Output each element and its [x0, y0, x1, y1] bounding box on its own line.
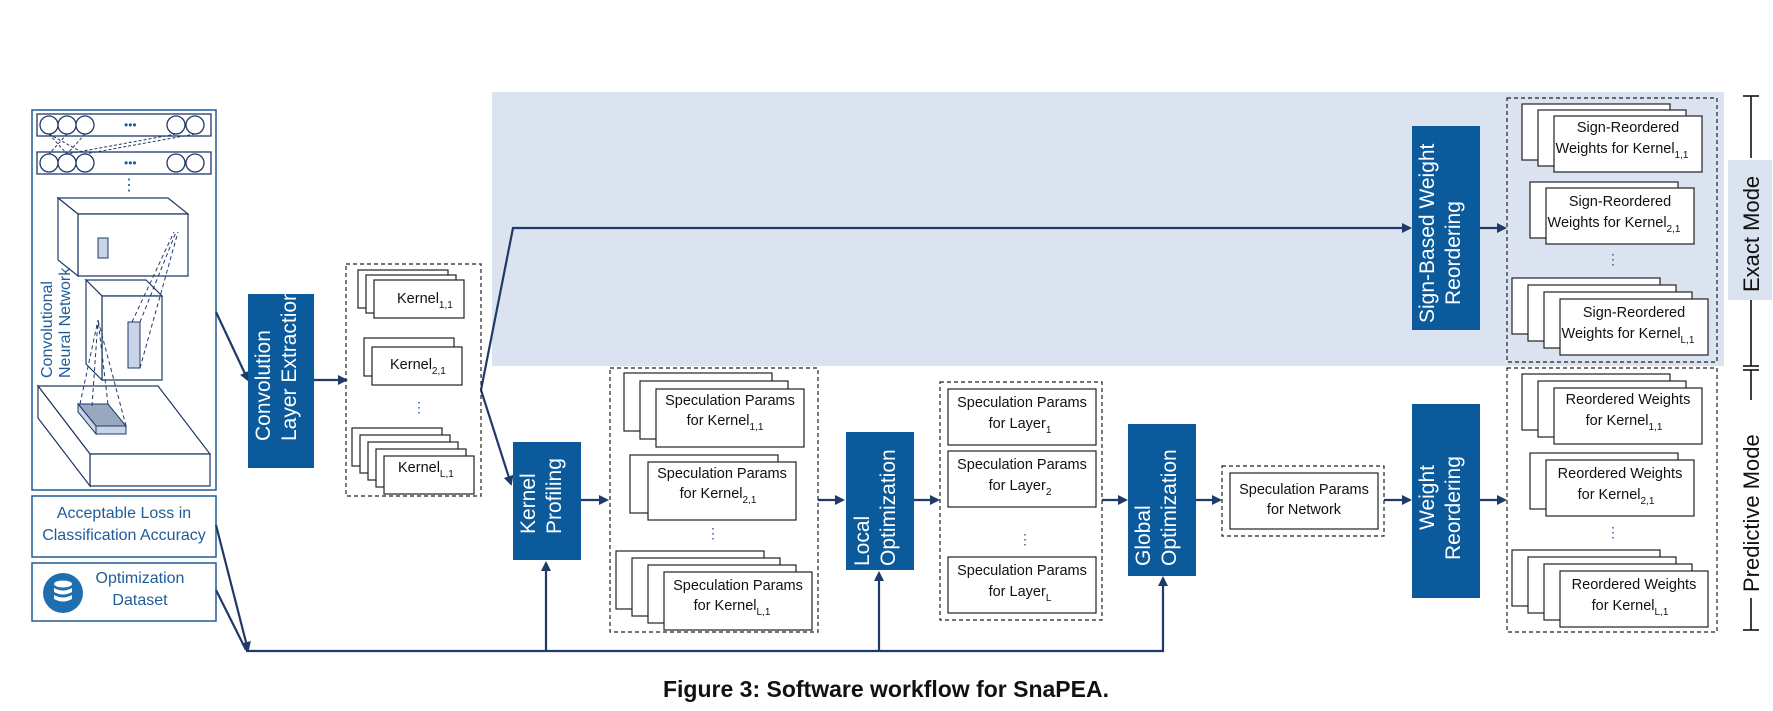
- svg-text:Speculation Params: Speculation Params: [957, 395, 1087, 411]
- kernel-profiling-box: Kernel Profiling: [513, 442, 581, 560]
- svg-text:Speculation Params: Speculation Params: [657, 466, 787, 482]
- svg-text:Sign-Reordered: Sign-Reordered: [1577, 120, 1679, 136]
- exact-mode-label-band: [1728, 160, 1772, 300]
- reordered-weights-group: Reordered Weights for Kernel1,1 Reordere…: [1506, 367, 1718, 633]
- svg-text:KernelL,1: KernelL,1: [398, 460, 454, 480]
- optimization-dataset-line1: Optimization: [96, 570, 185, 587]
- svg-text:Sign-Based Weight Reorde: Sign-Based Weight Reordering: [1416, 138, 1465, 323]
- svg-text:for Kernel1,1: for Kernel1,1: [687, 413, 764, 433]
- svg-text:Convolution Layer Extrac: Convolution Layer Extraction: [252, 289, 301, 441]
- svg-text:Speculation Params: Speculation Params: [673, 578, 803, 594]
- svg-text:Local Optimization: Local Optimization: [851, 449, 900, 566]
- svg-text:Weights for Kernel2,1: Weights for Kernel2,1: [1548, 215, 1681, 235]
- exact-mode-label: Exact Mode: [1739, 176, 1764, 292]
- spec-params-kernel-group: Speculation Params for Kernel1,1 Specula…: [609, 367, 819, 633]
- neuron-dots-1: •••: [124, 118, 137, 132]
- acceptable-loss-line1: Acceptable Loss in: [57, 505, 191, 522]
- svg-text:for LayerL: for LayerL: [989, 584, 1052, 604]
- svg-text:Sign-Reordered: Sign-Reordered: [1583, 305, 1685, 321]
- svg-text:Speculation Params: Speculation Params: [665, 393, 795, 409]
- weight-reordering-box: Weight Reordering: [1412, 404, 1480, 598]
- figure-caption: Figure 3: Software workflow for SnaPEA.: [663, 676, 1109, 702]
- predictive-mode-label: Predictive Mode: [1739, 434, 1764, 592]
- convolution-layer-extraction-box: Convolution Layer Extraction: [248, 289, 314, 468]
- sign-reordered-weights-group: Sign-Reordered Weights for Kernel1,1 Sig…: [1506, 97, 1718, 363]
- spec-params-layer-group: Speculation Params for Layer1 Speculatio…: [939, 381, 1103, 621]
- svg-text:Global Optimization: Global Optimization: [1132, 449, 1181, 566]
- svg-text:for KernelL,1: for KernelL,1: [694, 598, 771, 618]
- svg-text:Weights for KernelL,1: Weights for KernelL,1: [1562, 326, 1695, 346]
- svg-text:⋮: ⋮: [1606, 524, 1620, 540]
- cnn-input-panel: ••• ••• ⋮: [31, 109, 217, 491]
- svg-text:Speculation Params: Speculation Params: [957, 563, 1087, 579]
- svg-text:for Network: for Network: [1267, 502, 1342, 518]
- acceptable-loss-box: [31, 495, 217, 558]
- svg-text:Kernel2,1: Kernel2,1: [390, 357, 446, 377]
- svg-text:Weights for Kernel1,1: Weights for Kernel1,1: [1556, 141, 1689, 161]
- svg-text:for Layer2: for Layer2: [989, 478, 1052, 498]
- mode-bracket: [1743, 95, 1759, 631]
- svg-text:for Kernel1,1: for Kernel1,1: [1586, 413, 1663, 433]
- svg-text:Sign-Reordered: Sign-Reordered: [1569, 194, 1671, 210]
- optimization-dataset-line2: Dataset: [112, 592, 168, 609]
- svg-text:⋮: ⋮: [412, 399, 426, 415]
- svg-text:Reordered Weights: Reordered Weights: [1572, 577, 1697, 593]
- arrow-dataset-to-bus: [215, 589, 247, 651]
- svg-text:for Kernel2,1: for Kernel2,1: [1578, 487, 1655, 507]
- svg-text:Weight Reordering: Weight Reordering: [1416, 456, 1465, 560]
- svg-text:⋮: ⋮: [1606, 251, 1620, 267]
- bottom-bus-line: [246, 576, 1168, 653]
- local-optimization-box: Local Optimization: [846, 432, 914, 570]
- neuron-dots-2: •••: [124, 156, 137, 170]
- arrow-kernels-to-sign: [479, 223, 1412, 391]
- arrow-kernels-to-profiling: [479, 389, 514, 486]
- svg-text:for Kernel2,1: for Kernel2,1: [680, 486, 757, 506]
- spec-params-network-group: Speculation Params for Network: [1221, 465, 1385, 537]
- arrow-loss-to-bus: [214, 524, 251, 652]
- svg-text:Kernel Profiling: Kernel Profiling: [517, 458, 566, 534]
- svg-text:Reordered Weights: Reordered Weights: [1566, 392, 1691, 408]
- kernel-stack-group: Kernel1,1 Kernel2,1 ⋮ KernelL,1: [345, 263, 482, 497]
- svg-text:Kernel1,1: Kernel1,1: [397, 291, 453, 311]
- svg-text:Speculation Params: Speculation Params: [957, 457, 1087, 473]
- arrow-cnn-to-extract: [215, 311, 250, 382]
- cnn-label: Convolutional Neural Network: [39, 267, 74, 378]
- svg-text:⋮: ⋮: [706, 525, 720, 541]
- svg-text:Reordered Weights: Reordered Weights: [1558, 466, 1683, 482]
- acceptable-loss-line2: Classification Accuracy: [42, 527, 206, 544]
- svg-text:for Layer1: for Layer1: [989, 416, 1052, 436]
- sign-based-weight-reordering-box: Sign-Based Weight Reordering: [1412, 126, 1480, 330]
- svg-text:⋮: ⋮: [1018, 531, 1032, 547]
- svg-text:Speculation Params: Speculation Params: [1239, 482, 1369, 498]
- vertical-dots: ⋮: [121, 177, 137, 194]
- global-optimization-box: Global Optimization: [1128, 424, 1196, 576]
- svg-text:for KernelL,1: for KernelL,1: [1592, 598, 1669, 618]
